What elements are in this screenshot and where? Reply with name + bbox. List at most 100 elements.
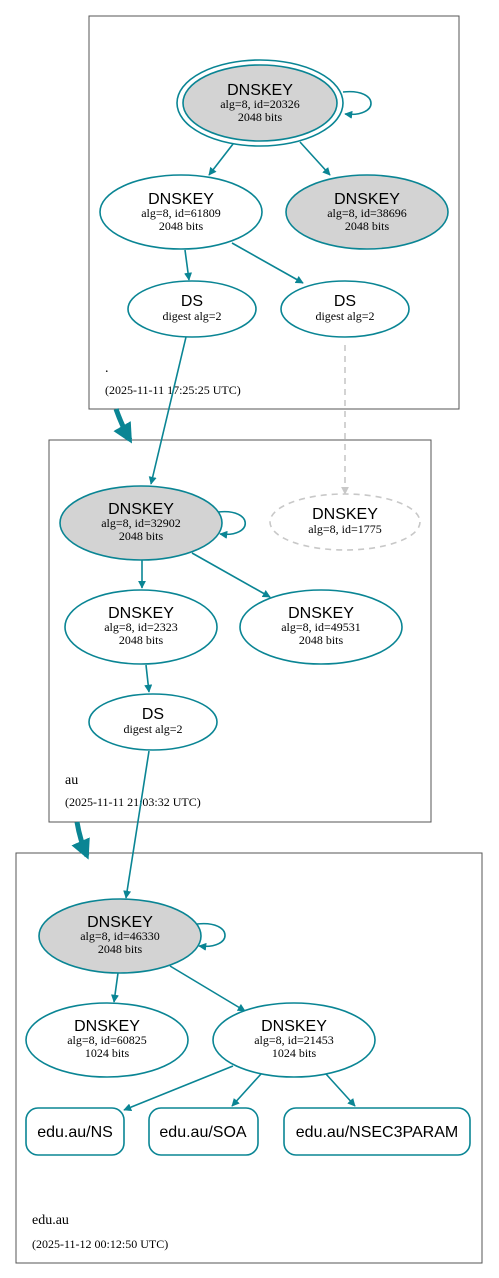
node-root-zsk-shape — [99, 174, 263, 250]
node-edu-ksk-title: DNSKEY — [87, 914, 153, 931]
zone-edu-au: edu.au (2025-11-12 00:12:50 UTC) — [15, 852, 483, 1264]
zone-root-name: . — [105, 361, 109, 376]
delegation-arrow-root-au — [113, 408, 133, 444]
node-edu-ksk: DNSKEY alg=8, id=46330 2048 bits — [38, 898, 202, 974]
node-root-ds1: DS digest alg=2 — [127, 280, 257, 338]
node-rrset-ns: edu.au/NS — [25, 1107, 125, 1156]
edge-root-ksk-zsk — [208, 143, 234, 176]
node-edu-ksk-shape — [38, 898, 202, 974]
edge-root-zsk-ds1 — [184, 249, 193, 281]
edge-edu-zsk2-soa — [231, 1073, 262, 1107]
node-rrset-soa: edu.au/SOA — [148, 1107, 259, 1156]
node-rrset-soa-label: edu.au/SOA — [159, 1124, 247, 1141]
node-edu-zsk1-line1: alg=8, id=60825 — [67, 1033, 147, 1047]
node-au-ds-shape — [88, 693, 218, 751]
node-au-ksk-line2: 2048 bits — [119, 529, 164, 543]
node-root-ds2-shape — [280, 280, 410, 338]
node-edu-zsk1-shape — [25, 1002, 189, 1078]
node-root-zsk-title: DNSKEY — [148, 191, 214, 208]
edge-edu-zsk2-ns — [123, 1065, 234, 1112]
node-edu-zsk1-title: DNSKEY — [74, 1018, 140, 1035]
edge-au-ksk-zsk2 — [191, 552, 271, 598]
zone-edu-au-box — [15, 852, 483, 1264]
node-root-ds2: DS digest alg=2 — [280, 280, 410, 338]
edge-au-ksk-self — [217, 510, 246, 539]
node-au-zsk1-shape — [64, 589, 218, 665]
node-root-key3: DNSKEY alg=8, id=38696 2048 bits — [285, 174, 449, 250]
edge-edu-ksk-zsk1 — [111, 972, 119, 1003]
node-root-ds1-title: DS — [181, 293, 203, 310]
node-au-zsk1-title: DNSKEY — [108, 605, 174, 622]
node-au-ds-title: DS — [142, 706, 164, 723]
node-au-zsk1-line2: 2048 bits — [119, 633, 164, 647]
node-root-ds2-line1: digest alg=2 — [315, 309, 374, 323]
node-edu-ksk-line2: 2048 bits — [98, 942, 143, 956]
node-root-ksk-line1: alg=8, id=20326 — [220, 97, 300, 111]
delegation-arrow-au-edu — [71, 821, 90, 860]
zone-au-name: au — [65, 773, 78, 788]
edge-au-zsk1-ds — [144, 664, 153, 693]
node-au-missing-key-title: DNSKEY — [312, 506, 378, 523]
edge-au-ds-edu-ksk — [123, 750, 150, 899]
node-rrset-nsec3param-shape — [283, 1107, 471, 1156]
node-root-key3-title: DNSKEY — [334, 191, 400, 208]
node-rrset-ns-shape — [25, 1107, 125, 1156]
node-root-key3-shape — [285, 174, 449, 250]
node-au-zsk1-line1: alg=8, id=2323 — [104, 620, 178, 634]
node-root-ksk-outer-ring — [176, 59, 344, 147]
zone-au-timestamp: (2025-11-11 21:03:32 UTC) — [65, 795, 201, 809]
node-rrset-soa-shape — [148, 1107, 259, 1156]
node-root-ds1-line1: digest alg=2 — [162, 309, 221, 323]
node-root-key3-line1: alg=8, id=38696 — [327, 206, 407, 220]
node-au-zsk2-line1: alg=8, id=49531 — [281, 620, 361, 634]
node-au-ksk: DNSKEY alg=8, id=32902 2048 bits — [59, 485, 223, 561]
node-au-missing-key-line1: alg=8, id=1775 — [308, 522, 382, 536]
node-au-zsk2: DNSKEY alg=8, id=49531 2048 bits — [239, 589, 403, 665]
node-root-key3-line2: 2048 bits — [345, 219, 390, 233]
node-root-ksk: DNSKEY alg=8, id=20326 2048 bits — [176, 59, 344, 147]
node-rrset-nsec3param: edu.au/NSEC3PARAM — [283, 1107, 471, 1156]
node-edu-zsk2-shape — [212, 1002, 376, 1078]
node-root-zsk-line2: 2048 bits — [159, 219, 204, 233]
node-au-zsk2-title: DNSKEY — [288, 605, 354, 622]
node-au-zsk2-shape — [239, 589, 403, 665]
node-rrset-ns-label: edu.au/NS — [37, 1124, 113, 1141]
node-au-ds-line1: digest alg=2 — [123, 722, 182, 736]
edge-root-ds1-au-ksk — [148, 336, 187, 485]
edge-root-ksk-self — [342, 90, 372, 119]
edge-root-ksk-key3 — [299, 141, 331, 176]
node-edu-zsk2-line2: 1024 bits — [272, 1046, 317, 1060]
node-edu-zsk2: DNSKEY alg=8, id=21453 1024 bits — [212, 1002, 376, 1078]
node-root-ksk-title: DNSKEY — [227, 82, 293, 99]
node-edu-zsk1: DNSKEY alg=8, id=60825 1024 bits — [25, 1002, 189, 1078]
node-au-zsk2-line2: 2048 bits — [299, 633, 344, 647]
node-au-zsk1: DNSKEY alg=8, id=2323 2048 bits — [64, 589, 218, 665]
node-au-ksk-title: DNSKEY — [108, 501, 174, 518]
edges — [111, 90, 372, 1112]
node-root-ksk-line2: 2048 bits — [238, 110, 283, 124]
node-root-ds2-title: DS — [334, 293, 356, 310]
edge-edu-zsk2-nsec3param — [325, 1073, 356, 1107]
node-au-ksk-line1: alg=8, id=32902 — [101, 516, 181, 530]
zone-au-box — [48, 439, 432, 823]
edge-edu-ksk-self — [196, 922, 226, 951]
node-edu-ksk-line1: alg=8, id=46330 — [80, 929, 160, 943]
node-au-ds: DS digest alg=2 — [88, 693, 218, 751]
edge-edu-ksk-zsk2 — [169, 965, 246, 1012]
node-root-zsk: DNSKEY alg=8, id=61809 2048 bits — [99, 174, 263, 250]
node-edu-zsk2-line1: alg=8, id=21453 — [254, 1033, 334, 1047]
zone-au: au (2025-11-11 21:03:32 UTC) — [48, 439, 432, 823]
zone-edu-au-name: edu.au — [32, 1213, 69, 1228]
node-edu-zsk2-title: DNSKEY — [261, 1018, 327, 1035]
node-au-ksk-shape — [59, 485, 223, 561]
edge-root-zsk-ds2 — [231, 242, 304, 284]
node-root-ds1-shape — [127, 280, 257, 338]
node-au-missing-key: DNSKEY alg=8, id=1775 — [269, 493, 421, 551]
node-edu-zsk1-line2: 1024 bits — [85, 1046, 130, 1060]
node-root-ksk-shape — [182, 64, 338, 142]
node-root-zsk-line1: alg=8, id=61809 — [141, 206, 221, 220]
node-rrset-nsec3param-label: edu.au/NSEC3PARAM — [296, 1124, 458, 1141]
zone-root-box — [88, 15, 460, 410]
node-au-missing-key-shape — [269, 493, 421, 551]
